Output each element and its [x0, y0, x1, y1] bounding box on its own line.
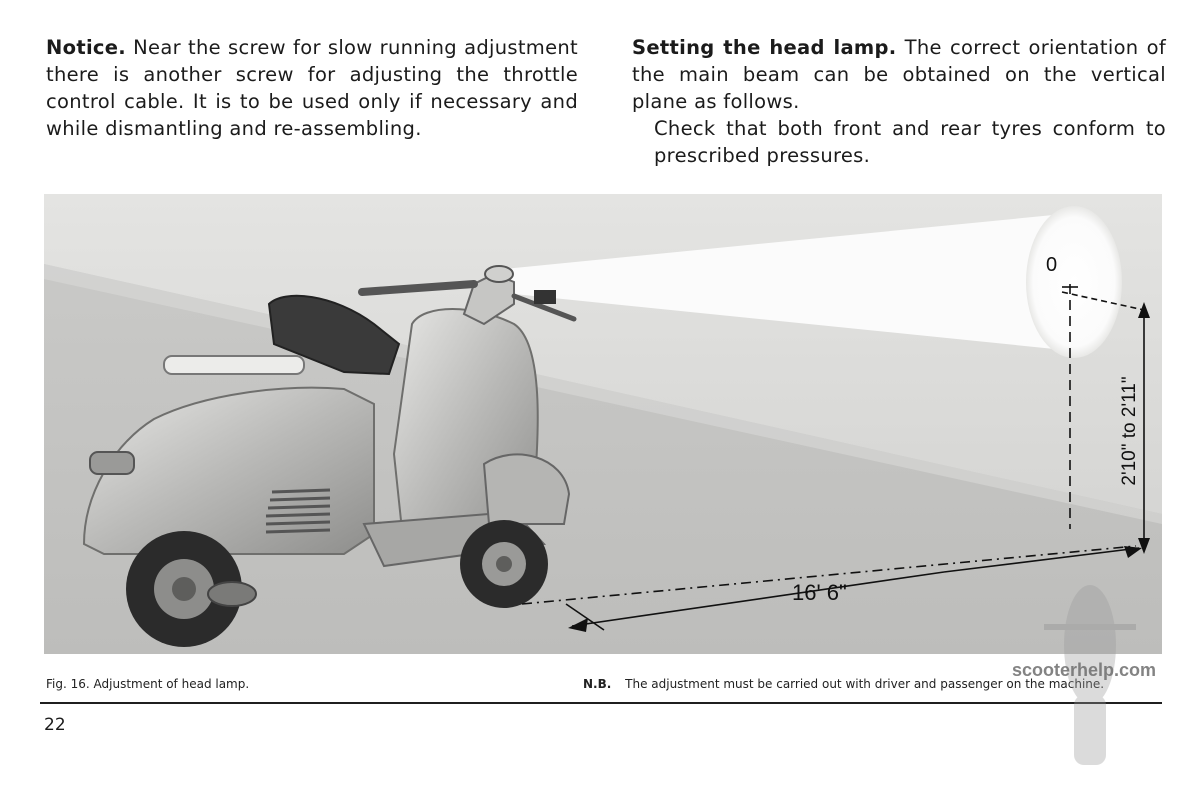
point-zero-label: 0 [1046, 254, 1058, 276]
height-dimension-label: 2'10" to 2'11" [1119, 376, 1140, 486]
notice-text: Near the screw for slow running adjustme… [46, 36, 579, 140]
nb-note: N.B. The adjustment must be carried out … [583, 677, 1104, 691]
footer-rule [40, 702, 1162, 704]
nb-text: The adjustment must be carried out with … [625, 677, 1105, 691]
notice-heading: Notice. [46, 36, 127, 59]
watermark-text: scooterhelp.com [1012, 660, 1157, 680]
head-lamp-text: The correct orientation of the main beam… [632, 36, 1167, 113]
figure-caption: Fig. 16. Adjustment of head lamp. [46, 677, 250, 691]
notice-paragraph: Notice. Near the screw for slow running … [46, 34, 578, 142]
head-lamp-figure: 0 2'10" to 2'11" 16' 6" [44, 194, 1162, 654]
tyre-pressure-text: Check that both front and rear tyres con… [654, 117, 1166, 167]
scooter-emblem-icon [1044, 585, 1136, 765]
head-lamp-heading: Setting the head lamp. [632, 36, 897, 59]
scooter-illustration [44, 194, 1162, 654]
distance-dimension-label: 16' 6" [792, 580, 847, 605]
page-number: 22 [44, 715, 66, 735]
nb-label: N.B. [583, 677, 612, 691]
head-lamp-section: Setting the head lamp. The correct orien… [632, 34, 1166, 169]
